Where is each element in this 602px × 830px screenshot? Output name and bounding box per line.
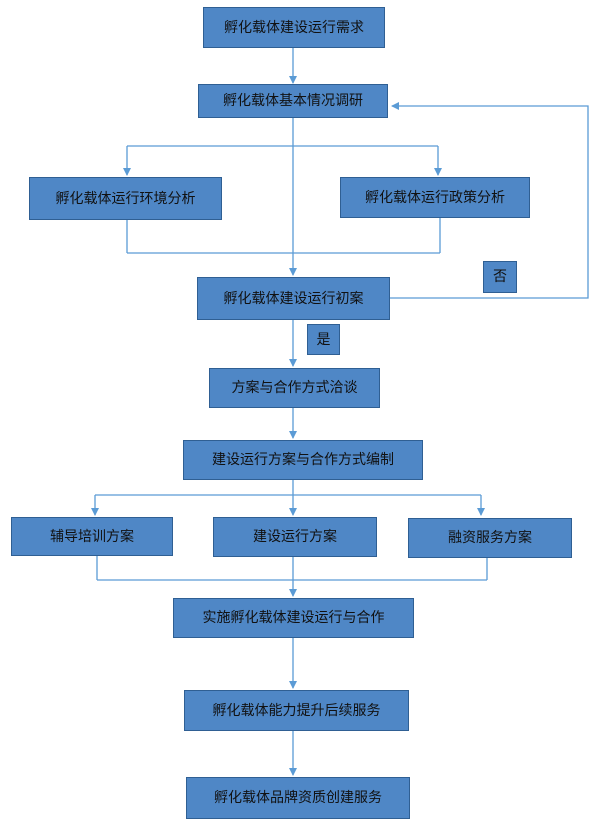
node-operation-plan: 建设运行方案 — [213, 517, 377, 557]
feedback-loop-no — [390, 102, 589, 299]
node-survey: 孵化载体基本情况调研 — [198, 84, 388, 118]
node-brand: 孵化载体品牌资质创建服务 — [186, 777, 410, 819]
node-implement: 实施孵化载体建设运行与合作 — [173, 598, 414, 638]
decision-label-no: 否 — [483, 261, 517, 293]
node-draft-plan: 孵化载体建设运行初案 — [197, 277, 390, 320]
node-compile-plan: 建设运行方案与合作方式编制 — [183, 440, 423, 480]
decision-label-yes: 是 — [307, 324, 340, 355]
node-capacity: 孵化载体能力提升后续服务 — [184, 690, 409, 731]
node-coaching-plan: 辅导培训方案 — [11, 517, 173, 556]
node-env-analysis: 孵化载体运行环境分析 — [29, 177, 222, 220]
node-negotiation: 方案与合作方式洽谈 — [209, 368, 380, 408]
node-policy-analysis: 孵化载体运行政策分析 — [340, 177, 530, 218]
node-financing-plan: 融资服务方案 — [408, 518, 572, 558]
node-requirements: 孵化载体建设运行需求 — [203, 7, 385, 48]
